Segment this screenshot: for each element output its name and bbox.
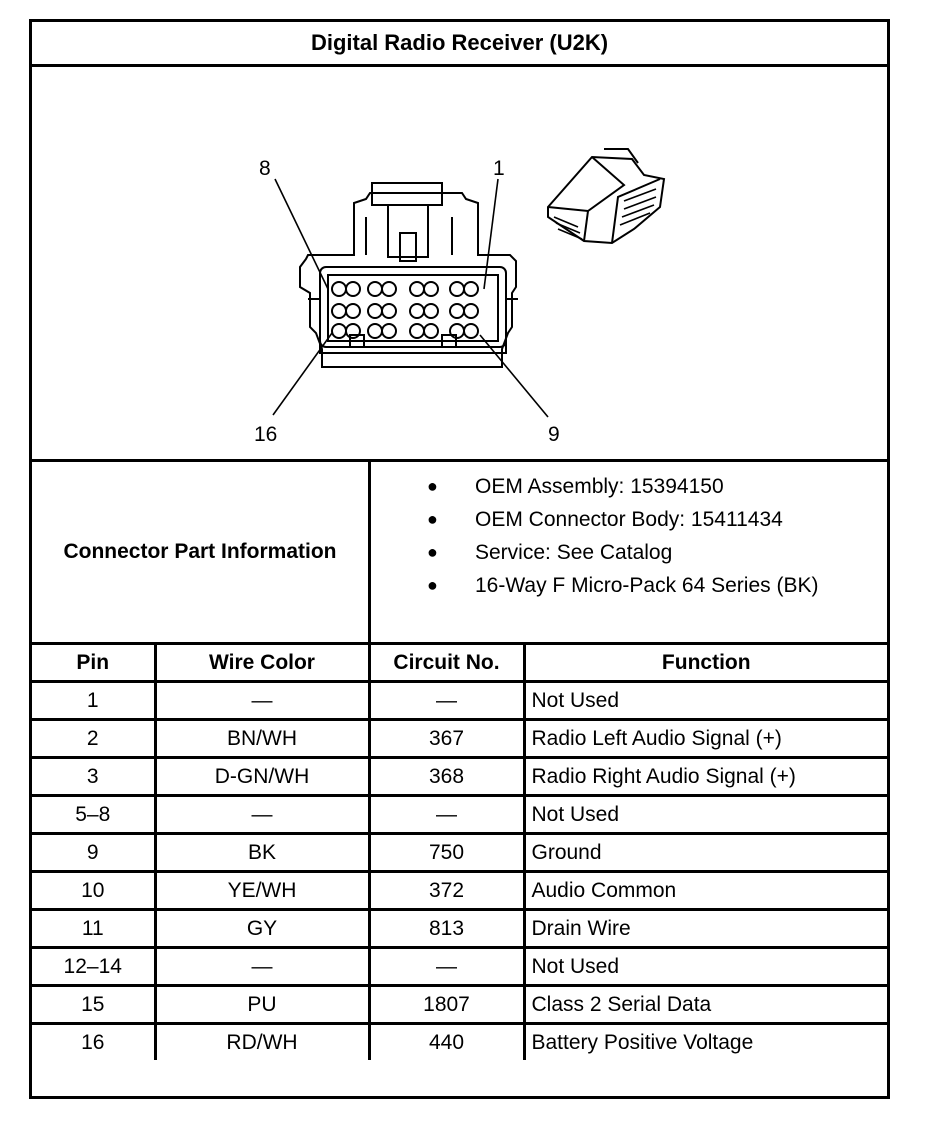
cell-function: Battery Positive Voltage [522, 1022, 887, 1060]
table-row: 3 D-GN/WH 368 Radio Right Audio Signal (… [32, 756, 887, 797]
table-row: 9 BK 750 Ground [32, 832, 887, 873]
callout-pin-16: 16 [254, 423, 277, 446]
table-row: 16 RD/WH 440 Battery Positive Voltage [32, 1022, 887, 1060]
connector-drawing: 8 1 16 9 [254, 148, 666, 446]
cell-function: Ground [522, 832, 887, 873]
cell-function: Audio Common [522, 870, 887, 911]
cell-pin: 1 [32, 680, 157, 721]
cell-wire-color: BK [153, 832, 371, 873]
cell-wire-color: — [153, 794, 371, 835]
cell-wire-color: YE/WH [153, 870, 371, 911]
cell-function: Radio Left Audio Signal (+) [522, 718, 887, 759]
cell-circuit: 750 [367, 832, 526, 873]
cell-wire-color: BN/WH [153, 718, 371, 759]
table-row: 15 PU 1807 Class 2 Serial Data [32, 984, 887, 1025]
cell-wire-color: GY [153, 908, 371, 949]
cell-circuit: — [367, 794, 526, 835]
callout-pin-1: 1 [493, 157, 505, 180]
bullet-icon: ● [427, 542, 438, 562]
callout-pin-8: 8 [259, 157, 271, 180]
cell-circuit: 367 [367, 718, 526, 759]
cell-function: Drain Wire [522, 908, 887, 949]
cell-pin: 9 [32, 832, 157, 873]
cell-function: Not Used [522, 946, 887, 987]
bullet-icon: ● [427, 476, 438, 496]
table-header-row: Pin Wire Color Circuit No. Function [32, 645, 887, 683]
cell-circuit: 368 [367, 756, 526, 797]
cell-wire-color: — [153, 680, 371, 721]
cell-circuit: 372 [367, 870, 526, 911]
cell-circuit: — [367, 680, 526, 721]
cell-function: Class 2 Serial Data [522, 984, 887, 1025]
cell-pin: 10 [32, 870, 157, 911]
cell-function: Not Used [522, 680, 887, 721]
connector-info-label: Connector Part Information [32, 462, 371, 642]
connector-info-item: ●OEM Connector Body: 15411434 [371, 503, 887, 536]
cell-wire-color: — [153, 946, 371, 987]
cell-pin: 12–14 [32, 946, 157, 987]
connector-info-row: Connector Part Information ●OEM Assembly… [32, 462, 887, 645]
cell-pin: 2 [32, 718, 157, 759]
bullet-icon: ● [427, 575, 438, 595]
cell-circuit: — [367, 946, 526, 987]
cell-wire-color: PU [153, 984, 371, 1025]
callout-pin-9: 9 [548, 423, 560, 446]
header-pin: Pin [32, 645, 157, 683]
table-row: 2 BN/WH 367 Radio Left Audio Signal (+) [32, 718, 887, 759]
table-row: 1 — — Not Used [32, 680, 887, 721]
cell-circuit: 813 [367, 908, 526, 949]
header-function: Function [522, 645, 887, 683]
cell-pin: 3 [32, 756, 157, 797]
cell-wire-color: D-GN/WH [153, 756, 371, 797]
sheet-title: Digital Radio Receiver (U2K) [32, 22, 887, 67]
connector-info-item: ●OEM Assembly: 15394150 [371, 470, 887, 503]
connector-info-list: ●OEM Assembly: 15394150 ●OEM Connector B… [371, 470, 887, 602]
table-row: 10 YE/WH 372 Audio Common [32, 870, 887, 911]
table-row: 5–8 — — Not Used [32, 794, 887, 835]
connector-info-item: ●16-Way F Micro-Pack 64 Series (BK) [371, 569, 887, 602]
cell-pin: 11 [32, 908, 157, 949]
connector-sheet: Digital Radio Receiver (U2K) [29, 19, 890, 1099]
header-circuit: Circuit No. [367, 645, 526, 683]
cell-pin: 15 [32, 984, 157, 1025]
table-row: 12–14 — — Not Used [32, 946, 887, 987]
bullet-icon: ● [427, 509, 438, 529]
cell-function: Not Used [522, 794, 887, 835]
pin-table: Pin Wire Color Circuit No. Function 1 — … [32, 645, 887, 1060]
cell-pin: 5–8 [32, 794, 157, 835]
connector-info-item: ●Service: See Catalog [371, 536, 887, 569]
connector-figure: 8 1 16 9 [32, 67, 887, 462]
header-wire-color: Wire Color [153, 645, 371, 683]
cell-pin: 16 [32, 1022, 157, 1060]
table-row: 11 GY 813 Drain Wire [32, 908, 887, 949]
cell-function: Radio Right Audio Signal (+) [522, 756, 887, 797]
cell-wire-color: RD/WH [153, 1022, 371, 1060]
cell-circuit: 1807 [367, 984, 526, 1025]
cell-circuit: 440 [367, 1022, 526, 1060]
